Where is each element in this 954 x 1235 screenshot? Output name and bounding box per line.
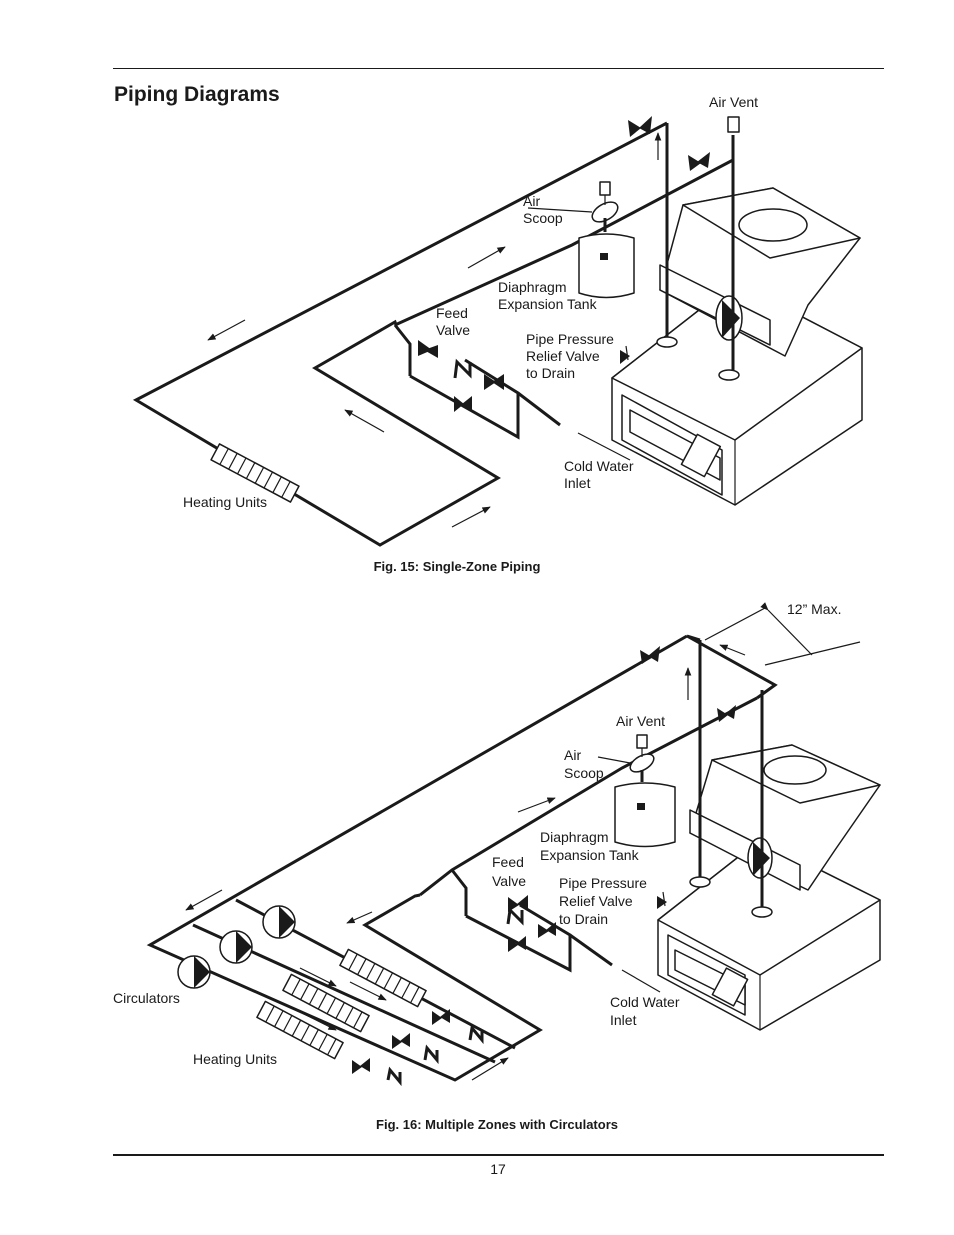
top-rule xyxy=(113,68,884,69)
heating-unit-icon-3 xyxy=(339,948,427,1008)
supply-valve-icon xyxy=(628,116,652,137)
boiler xyxy=(657,744,881,1031)
pressure-relief-valve-icon xyxy=(620,350,630,364)
label-air-scoop-2: Scoop xyxy=(523,210,563,226)
circulator-icon-3 xyxy=(262,905,296,939)
diaphragm-expansion-tank-icon xyxy=(614,782,676,848)
fig16-caption: Fig. 16: Multiple Zones with Circulators xyxy=(376,1117,618,1132)
heating-unit-icon-2 xyxy=(282,973,370,1033)
zone-valve-icon-2 xyxy=(392,1033,410,1049)
label-feed-2: Valve xyxy=(492,873,526,889)
air-vent-icon xyxy=(727,116,740,133)
label-feed-1: Feed xyxy=(492,854,524,870)
heating-unit-icon-1 xyxy=(256,1000,344,1060)
zone-valve-icon-3 xyxy=(432,1009,450,1025)
label-12-max: 12” Max. xyxy=(787,601,841,617)
label-relief-2: Relief Valve xyxy=(526,348,600,364)
label-air-scoop-1: Air xyxy=(523,193,540,209)
label-relief-1: Pipe Pressure xyxy=(526,331,614,347)
heating-unit-icon xyxy=(210,443,300,503)
label-air-vent: Air Vent xyxy=(616,713,665,729)
return-valve-icon xyxy=(717,705,736,722)
label-feed-2: Valve xyxy=(436,322,470,338)
diaphragm-expansion-tank-icon xyxy=(578,233,635,299)
label-relief-2: Relief Valve xyxy=(559,893,633,909)
label-relief-1: Pipe Pressure xyxy=(559,875,647,891)
air-vent-icon xyxy=(636,734,648,749)
return-valve-icon xyxy=(688,152,710,171)
label-air-vent: Air Vent xyxy=(709,94,758,110)
label-relief-3: to Drain xyxy=(559,911,608,927)
label-air-scoop-2: Scoop xyxy=(564,765,604,781)
fig15-caption: Fig. 15: Single-Zone Piping xyxy=(373,559,541,574)
bottom-rule xyxy=(113,1154,884,1156)
page-title: Piping Diagrams xyxy=(114,83,280,106)
label-cold-1: Cold Water xyxy=(610,994,680,1010)
label-heating-units: Heating Units xyxy=(193,1051,277,1067)
pressure-relief-valve-icon xyxy=(657,896,667,909)
page-number: 17 xyxy=(490,1161,506,1177)
label-tank-2: Expansion Tank xyxy=(498,296,598,312)
feed-valve-icon xyxy=(418,340,438,358)
label-cold-1: Cold Water xyxy=(564,458,634,474)
circulator-icon-2 xyxy=(219,930,253,964)
air-scoop-icon xyxy=(591,201,619,223)
circulator-icon-1 xyxy=(177,955,211,989)
supply-valve-icon xyxy=(640,646,660,664)
air-scoop-icon xyxy=(629,753,655,773)
label-circulators: Circulators xyxy=(113,990,180,1006)
multiple-zones-piping-diagram: 12” Max. Air Vent Air Scoop Diaphragm Ex… xyxy=(113,601,881,1087)
label-cold-2: Inlet xyxy=(564,475,591,491)
boiler xyxy=(611,187,863,506)
label-feed-1: Feed xyxy=(436,305,468,321)
label-tank-2: Expansion Tank xyxy=(540,847,640,863)
feed-valve-icon xyxy=(508,895,528,912)
label-tank-1: Diaphragm xyxy=(540,829,608,845)
zone-valve-icon-1 xyxy=(352,1058,370,1074)
label-heating-units: Heating Units xyxy=(183,494,267,510)
single-zone-piping-diagram: Air Vent Air Scoop Diaphragm Expansion T… xyxy=(132,94,863,547)
label-cold-2: Inlet xyxy=(610,1012,637,1028)
label-relief-3: to Drain xyxy=(526,365,575,381)
label-air-scoop-1: Air xyxy=(564,747,581,763)
label-tank-1: Diaphragm xyxy=(498,279,566,295)
